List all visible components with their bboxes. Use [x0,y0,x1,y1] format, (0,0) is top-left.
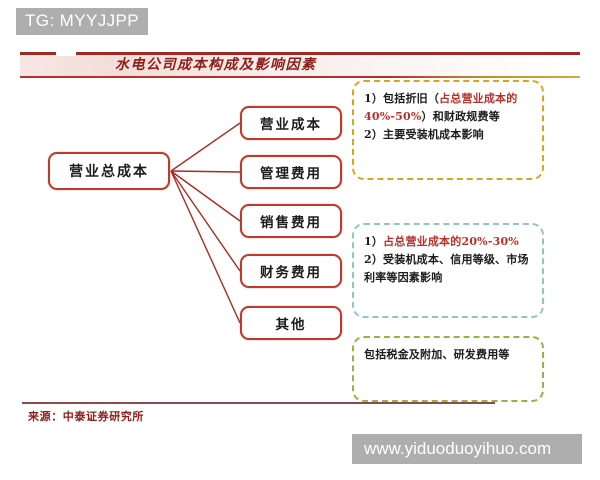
node-root-label: 营业总成本 [69,164,149,180]
node-label: 销售费用 [260,215,322,231]
site-watermark: www.yiduoduoyihuo.com [352,434,582,464]
panel-line: 2）主要受装机成本影响 [364,126,532,144]
node-label: 财务费用 [260,265,322,281]
node-label: 其他 [275,317,307,333]
node-label: 营业成本 [260,117,322,133]
panel-text: 包括税金及附加、研发费用等 [364,348,510,361]
panel-text: 1）包括折旧（ [364,92,440,105]
panel-text: ）和财政规费等 [421,109,500,123]
panel-line: 1）包括折旧（占总营业成本的40%-50%）和财政规费等 [364,90,532,126]
node-admin-expense[interactable]: 管理费用 [240,155,342,189]
connector-to-child-2 [170,170,241,173]
connector-to-child-4 [170,170,241,272]
connector-to-child-3 [170,170,241,222]
node-operating-cost[interactable]: 营业成本 [240,106,342,140]
node-root[interactable]: 营业总成本 [48,152,170,190]
panel-other-cost: 包括税金及附加、研发费用等 [352,336,544,402]
node-selling-expense[interactable]: 销售费用 [240,204,342,238]
banner-bottom-rule [20,76,580,78]
panel-highlight: 占总营业成本的40%-50% [364,92,518,123]
node-financial-expense[interactable]: 财务费用 [240,254,342,288]
banner-top-rule-right [76,52,580,55]
panel-text: 2）主要受装机成本影响 [364,127,484,141]
panel-text: 1） [364,235,384,248]
banner-notch [56,52,76,56]
panel-highlight: 占总营业成本的20%-30% [383,235,519,248]
banner-top-rule-left [20,52,56,55]
source-divider [22,402,495,404]
banner-background [20,54,580,76]
panel-operating-cost: 1）包括折旧（占总营业成本的40%-50%）和财政规费等 2）主要受装机成本影响 [352,80,544,180]
panel-financial-cost: 1）占总营业成本的20%-30% 2）受装机成本、信用等级、市场利率等因素影响 [352,223,544,318]
node-other[interactable]: 其他 [240,306,342,340]
panel-line: 1）占总营业成本的20%-30% [364,233,532,251]
source-label: 来源：中泰证券研究所 [28,410,144,423]
tg-watermark-tag: TG: MYYJJPP [16,8,148,35]
panel-line: 2）受装机成本、信用等级、市场利率等因素影响 [364,251,532,287]
connector-to-child-1 [170,122,241,172]
panel-line: 包括税金及附加、研发费用等 [364,346,532,364]
panel-text: 2）受装机成本、信用等级、市场利率等因素影响 [364,252,529,284]
page-title: 水电公司成本构成及影响因素 [115,57,317,73]
node-label: 管理费用 [260,166,322,182]
connector-to-child-5 [170,170,241,324]
title-banner: 水电公司成本构成及影响因素 [20,52,580,78]
